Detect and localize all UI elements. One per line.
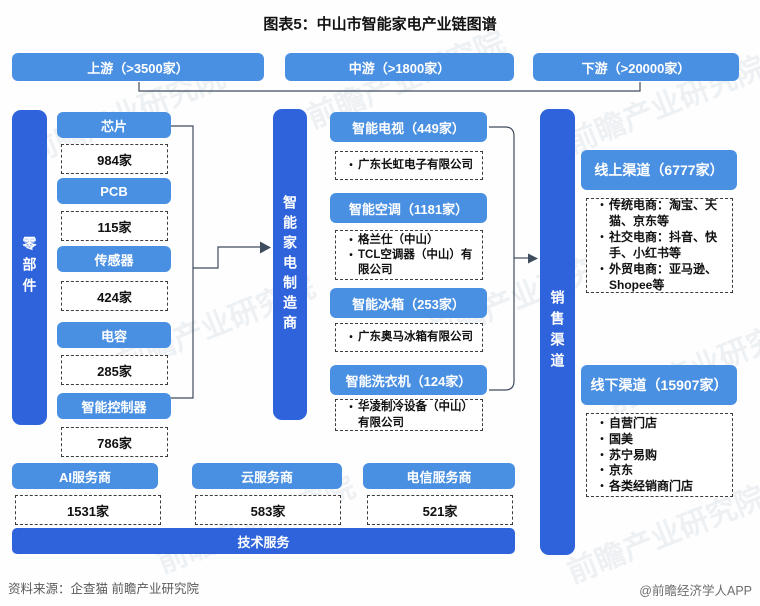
channel-list-offline: • 自营门店 • 国美 • 苏宁易购 • 京东 • 各类经销商门店: [586, 413, 733, 497]
bullet-icon: •: [600, 232, 604, 244]
upstream-to-midstream-line: [193, 246, 260, 269]
product-header-fridge: 智能冰箱（253家）: [330, 288, 487, 318]
component-count-capacitor: 285家: [61, 355, 168, 385]
credit-note: @前瞻经济学人APP: [639, 584, 752, 598]
product-header-tv: 智能电视（449家）: [330, 112, 487, 142]
service-header-cloud: 云服务商: [192, 463, 342, 489]
channel-list-online: • 传统电商：淘宝、天猫、京东等 • 社交电商：抖音、快手、小红书等 • 外贸电商：亚…: [586, 198, 733, 293]
bullet-icon: •: [600, 417, 604, 429]
stage-box-midstream: 中游（>1800家）: [285, 53, 514, 81]
channel-entry: 传统电商：淘宝、天猫、京东等: [609, 198, 718, 229]
component-count-sensor: 424家: [61, 281, 168, 311]
bullet-icon: •: [349, 234, 353, 246]
company-list-washer: • 华凌制冷设备（中山）有限公司: [335, 399, 483, 431]
manufacturer-category-bar: 智能家电制造商: [273, 109, 307, 420]
component-header-chip: 芯片: [57, 112, 171, 138]
channel-entry: 社交电商：抖音、快手、小红书等: [609, 230, 718, 260]
channel-entry: 自营门店: [609, 415, 658, 430]
company-name: TCL空调器（中山）有限公司: [358, 248, 473, 277]
component-header-capacitor: 电容: [57, 322, 171, 348]
company-name: 华凌制冷设备（中山）有限公司: [358, 401, 473, 429]
bullet-icon: •: [600, 449, 604, 461]
company-name: 格兰仕（中山）: [358, 233, 439, 246]
service-count-ai: 1531家: [15, 495, 161, 525]
upstream-category-bar: 零部件: [12, 110, 47, 425]
bullet-icon: •: [600, 465, 604, 477]
channel-entry: 国美: [609, 431, 634, 446]
company-list-tv: • 广东长虹电子有限公司: [335, 151, 483, 180]
company-name: 广东奥马冰箱有限公司: [358, 331, 473, 344]
upstream-bracket-line: [171, 125, 194, 399]
component-count-controller: 786家: [61, 427, 168, 457]
stage-box-downstream: 下游（>20000家）: [533, 53, 739, 81]
arrowhead-to-sales: [528, 253, 538, 264]
component-count-chip: 984家: [61, 144, 168, 174]
component-count-pcb: 115家: [61, 211, 168, 241]
sales-category-bar: 销售渠道: [540, 109, 575, 555]
service-header-ai: AI服务商: [12, 463, 158, 489]
channel-header-offline: 线下渠道（15907家）: [581, 365, 737, 405]
top-bracket-line: [138, 82, 641, 92]
stage-box-upstream: 上游（>3500家）: [12, 53, 264, 81]
bullet-icon: •: [600, 481, 604, 493]
bullet-icon: •: [349, 249, 353, 261]
channel-entry: 苏宁易购: [609, 447, 658, 462]
service-count-telecom: 521家: [367, 495, 513, 525]
bullet-icon: •: [349, 160, 353, 172]
company-name: 广东长虹电子有限公司: [358, 159, 473, 172]
service-count-cloud: 583家: [195, 495, 341, 525]
company-list-fridge: • 广东奥马冰箱有限公司: [335, 323, 483, 352]
component-header-pcb: PCB: [57, 178, 171, 204]
component-header-sensor: 传感器: [57, 246, 171, 272]
midstream-bracket-line: [489, 126, 515, 391]
service-header-telecom: 电信服务商: [363, 463, 515, 489]
bullet-icon: •: [349, 332, 353, 344]
product-header-aircon: 智能空调（1181家）: [330, 193, 487, 223]
bullet-icon: •: [600, 263, 604, 275]
component-header-controller: 智能控制器: [57, 393, 171, 419]
source-note: 资料来源：企查猫 前瞻产业研究院: [8, 582, 199, 596]
arrowhead-to-manufacturer: [260, 241, 271, 254]
company-list-aircon: • 格兰仕（中山） • TCL空调器（中山）有限公司: [335, 230, 483, 280]
channel-entry: 京东: [609, 463, 634, 478]
bullet-icon: •: [349, 402, 353, 414]
tech-service-bar: 技术服务: [12, 528, 515, 554]
channel-header-online: 线上渠道（6777家）: [581, 150, 737, 190]
channel-entry: 外贸电商：亚马逊、Shopee等: [609, 261, 718, 292]
bullet-icon: •: [600, 200, 604, 212]
page-title: 图表5：中山市智能家电产业链图谱: [263, 16, 497, 33]
channel-entry: 各类经销商门店: [609, 479, 694, 494]
bullet-icon: •: [600, 433, 604, 445]
product-header-washer: 智能洗衣机（124家）: [330, 365, 487, 395]
